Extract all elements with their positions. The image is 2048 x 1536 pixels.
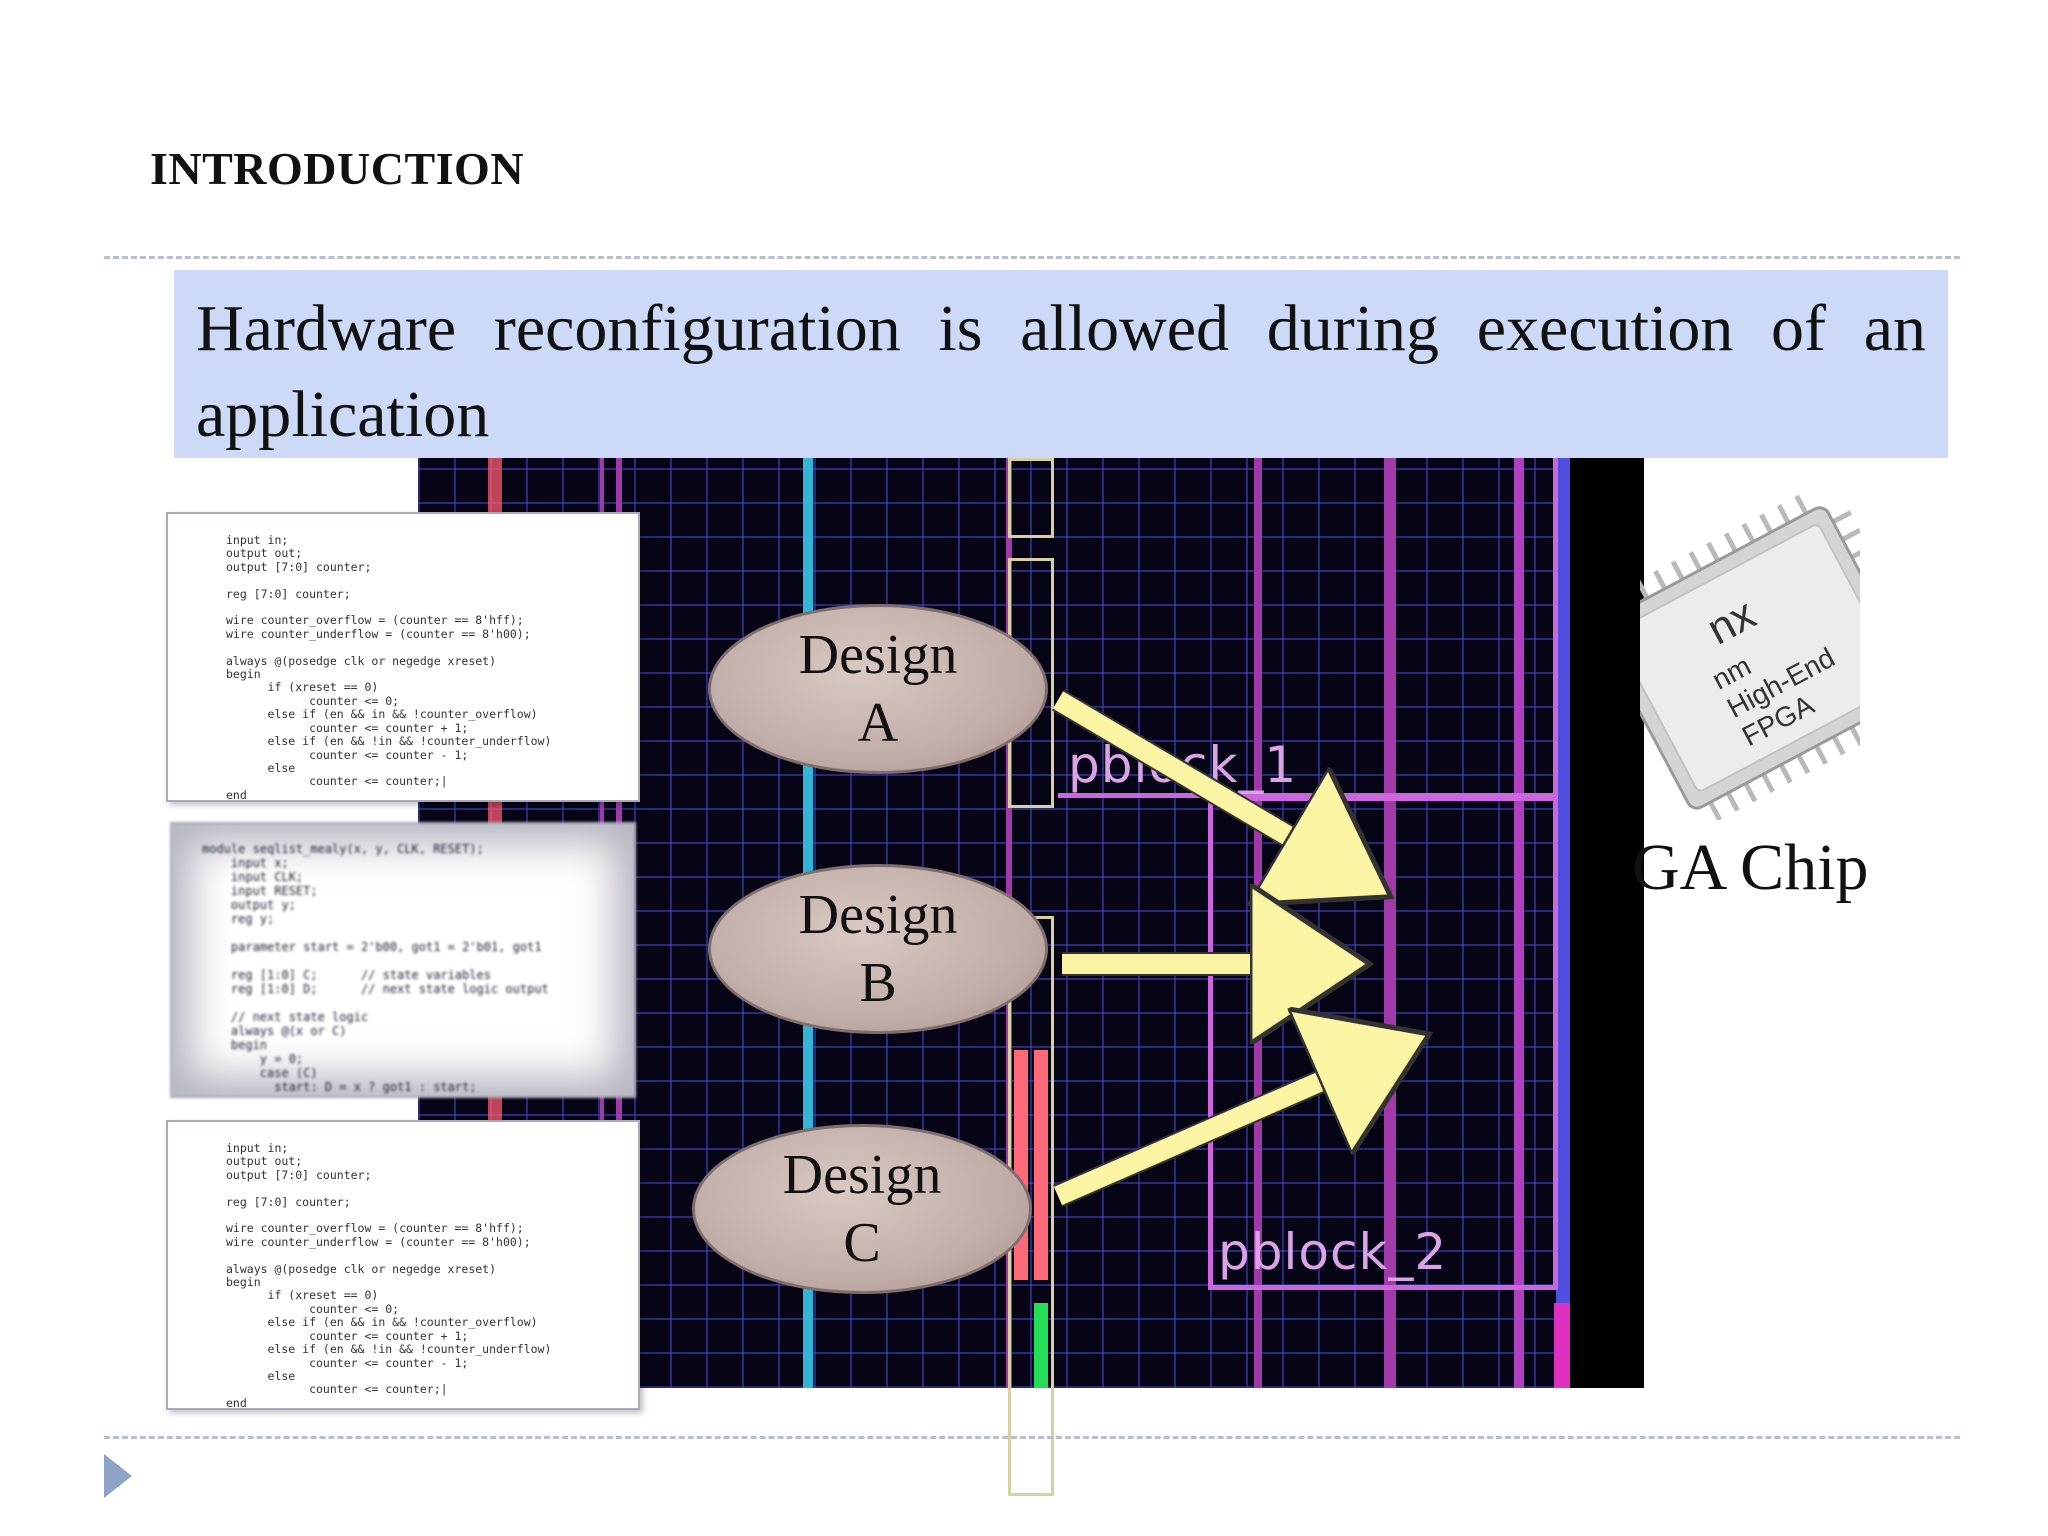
code-panel-bottom: input in; output out; output [7:0] count… bbox=[166, 1120, 640, 1410]
slide-title: INTRODUCTION bbox=[150, 143, 525, 194]
code-panel-top: input in; output out; output [7:0] count… bbox=[166, 512, 640, 802]
code-panel-middle: module seqlist_mealy(x, y, CLK, RESET); … bbox=[170, 822, 636, 1098]
verilog-code-top: input in; output out; output [7:0] count… bbox=[226, 533, 552, 802]
statement-banner: Hardware reconfiguration is allowed duri… bbox=[174, 270, 1948, 458]
fpga-chip-image: nx nm High-End FPGA bbox=[1640, 460, 1860, 820]
design-c-ellipse: Design C bbox=[692, 1124, 1032, 1294]
top-divider bbox=[104, 256, 1960, 259]
design-c-letter: C bbox=[843, 1212, 881, 1274]
design-c-word: Design bbox=[782, 1144, 942, 1206]
play-triangle-icon bbox=[104, 1454, 132, 1498]
verilog-code-bottom: input in; output out; output [7:0] count… bbox=[226, 1141, 552, 1410]
design-a-letter: A bbox=[857, 692, 899, 754]
design-a-word: Design bbox=[798, 624, 958, 686]
pblock-2-label: pblock_2 bbox=[1218, 1223, 1448, 1281]
bottom-divider bbox=[104, 1436, 1960, 1439]
arrow-a bbox=[1052, 691, 1322, 856]
design-b-letter: B bbox=[859, 952, 897, 1014]
design-b-word: Design bbox=[798, 884, 958, 946]
design-a-ellipse: Design A bbox=[708, 604, 1048, 774]
verilog-code-middle: module seqlist_mealy(x, y, CLK, RESET); … bbox=[202, 842, 549, 1094]
chip-caption: GA Chip bbox=[1632, 831, 1869, 904]
arrow-c bbox=[1054, 1066, 1356, 1206]
design-b-ellipse: Design B bbox=[708, 864, 1048, 1034]
